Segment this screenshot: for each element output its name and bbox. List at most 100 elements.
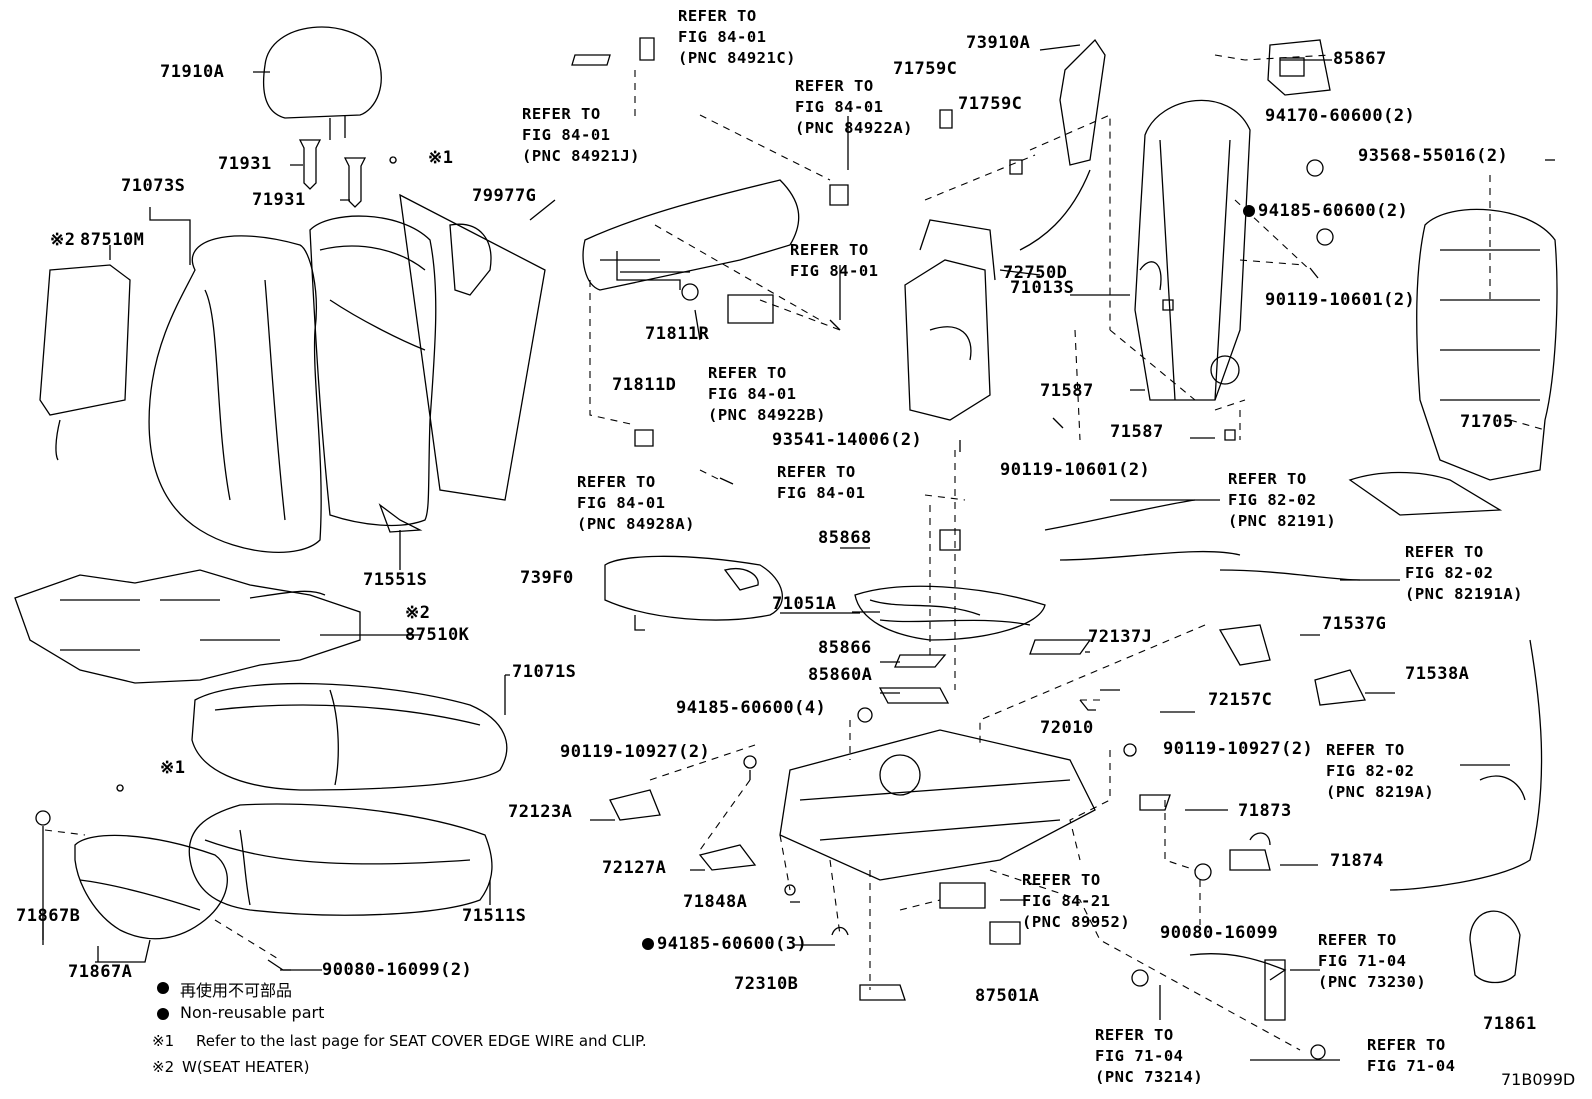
- part-label-71013S: 71013S: [1010, 278, 1075, 298]
- reference-84921C[interactable]: REFER TO FIG 84-01 (PNC 84921C): [678, 7, 796, 67]
- part-label-85860A: 85860A: [808, 665, 873, 685]
- legend-dot-icon: [157, 1008, 169, 1020]
- note2-text: W(SEAT HEATER): [182, 1058, 310, 1076]
- note-mark-87510M: ※2: [50, 230, 76, 250]
- part-label-71931-a: 71931: [218, 154, 272, 174]
- part-label-71759C-a: 71759C: [893, 59, 958, 79]
- part-label-90080-16099: 90080-16099: [1160, 923, 1279, 943]
- part-label-71759C-b: 71759C: [958, 94, 1023, 114]
- note-mark-87510K: ※2: [405, 603, 431, 623]
- reference-82191[interactable]: REFER TO FIG 82-02 (PNC 82191): [1228, 470, 1337, 530]
- part-label-94185-60600-3: 94185-60600(3): [657, 934, 808, 954]
- part-label-85867: 85867: [1333, 49, 1387, 69]
- part-label-93541-14006-2: 93541-14006(2): [772, 430, 923, 450]
- part-label-71587-b: 71587: [1110, 422, 1164, 442]
- side-shield: [582, 179, 800, 291]
- part-label-71511S: 71511S: [462, 906, 527, 926]
- reference-73230[interactable]: REFER TO FIG 71-04 (PNC 73230): [1318, 931, 1427, 991]
- lever-knob: [1469, 910, 1521, 984]
- note-mark-top: ※1: [428, 148, 454, 168]
- part-label-90119-10601-2-a: 90119-10601(2): [1265, 290, 1416, 310]
- part-label-72750D: 72750D: [1003, 263, 1068, 283]
- legend-dot-icon: [157, 982, 169, 994]
- part-label-72123A: 72123A: [508, 802, 573, 822]
- reference-89952[interactable]: REFER TO FIG 84-21 (PNC 89952): [1022, 871, 1131, 931]
- part-label-87510K: 87510K: [405, 625, 470, 645]
- note-mark-mid: ※1: [160, 758, 186, 778]
- reference-82191A[interactable]: REFER TO FIG 82-02 (PNC 82191A): [1405, 543, 1523, 603]
- reference-fig-71-04[interactable]: REFER TO FIG 71-04: [1367, 1036, 1456, 1075]
- part-label-72310B: 72310B: [734, 974, 799, 994]
- reference-8219A[interactable]: REFER TO FIG 82-02 (PNC 8219A): [1326, 741, 1435, 801]
- part-label-71873: 71873: [1238, 801, 1292, 821]
- note1-mark: ※1: [152, 1032, 175, 1050]
- non-reusable-dot-icon: [642, 938, 654, 950]
- part-label-90119-10927-2-b: 90119-10927(2): [1163, 739, 1314, 759]
- non-reusable-dot-icon: [1243, 205, 1255, 217]
- reference-84922B[interactable]: REFER TO FIG 84-01 (PNC 84922B): [708, 364, 826, 424]
- part-label-90119-10927-2-a: 90119-10927(2): [560, 742, 711, 762]
- part-label-71910A: 71910A: [160, 62, 225, 82]
- lumbar-module: [1267, 39, 1331, 96]
- part-label-94185-60600-2: 94185-60600(2): [1258, 201, 1409, 221]
- reference-fig-84-01-b[interactable]: REFER TO FIG 84-01: [777, 463, 866, 502]
- part-label-93568-55016-2: 93568-55016(2): [1358, 146, 1509, 166]
- part-label-739F0: 739F0: [520, 568, 574, 588]
- part-label-71811R: 71811R: [645, 324, 710, 344]
- part-label-71051A: 71051A: [772, 594, 837, 614]
- reference-84922A[interactable]: REFER TO FIG 84-01 (PNC 84922A): [795, 77, 913, 137]
- seat-springs: [854, 585, 1046, 641]
- part-label-94185-60600-4: 94185-60600(4): [676, 698, 827, 718]
- part-label-71705: 71705: [1460, 412, 1514, 432]
- part-label-72127A: 72127A: [602, 858, 667, 878]
- seatback-pad: [148, 235, 322, 553]
- part-label-71587-a: 71587: [1040, 381, 1094, 401]
- part-label-90080-16099-2: 90080-16099(2): [322, 960, 473, 980]
- reference-fig-84-01-a[interactable]: REFER TO FIG 84-01: [790, 241, 879, 280]
- cushion-cover: [188, 803, 493, 916]
- part-label-94170-60600-2: 94170-60600(2): [1265, 106, 1416, 126]
- part-label-90119-10601-2-b: 90119-10601(2): [1000, 460, 1151, 480]
- part-label-71538A: 71538A: [1405, 664, 1470, 684]
- side-cover: [74, 834, 228, 940]
- reference-84928A[interactable]: REFER TO FIG 84-01 (PNC 84928A): [577, 473, 695, 533]
- part-label-71073S: 71073S: [121, 176, 186, 196]
- part-label-87510M: 87510M: [80, 230, 145, 250]
- reference-84921J[interactable]: REFER TO FIG 84-01 (PNC 84921J): [522, 105, 640, 165]
- headrest-shape: [263, 26, 382, 119]
- seat-cushion: [191, 682, 508, 791]
- part-label-71811D: 71811D: [612, 375, 677, 395]
- part-label-85868: 85868: [818, 528, 872, 548]
- part-label-87501A: 87501A: [975, 986, 1040, 1006]
- part-label-71867B: 71867B: [16, 906, 81, 926]
- diagram-code: 71B099D: [1501, 1070, 1576, 1089]
- part-label-71874: 71874: [1330, 851, 1384, 871]
- part-label-79977G: 79977G: [472, 186, 537, 206]
- side-airbag: [1059, 38, 1106, 166]
- seatback-frame: [1134, 99, 1251, 401]
- seat-heater: [14, 569, 361, 684]
- legend-text-jp: 再使用不可部品: [180, 981, 293, 1000]
- part-label-71071S: 71071S: [512, 662, 577, 682]
- legend-text-en: Non-reusable part: [180, 1003, 325, 1022]
- part-label-72010: 72010: [1040, 718, 1094, 738]
- seatback-cover: [309, 215, 437, 527]
- part-label-72157C: 72157C: [1208, 690, 1273, 710]
- part-label-71867A: 71867A: [68, 962, 133, 982]
- note2-mark: ※2: [152, 1058, 175, 1076]
- part-label-72137J: 72137J: [1088, 627, 1153, 647]
- part-label-71861: 71861: [1483, 1014, 1537, 1034]
- part-label-71537G: 71537G: [1322, 614, 1387, 634]
- seat-frame: [779, 729, 1096, 881]
- part-label-71551S: 71551S: [363, 570, 428, 590]
- part-label-73910A: 73910A: [966, 33, 1031, 53]
- part-label-71931-b: 71931: [252, 190, 306, 210]
- note1-text: Refer to the last page for SEAT COVER ED…: [196, 1032, 647, 1050]
- reference-73214[interactable]: REFER TO FIG 71-04 (PNC 73214): [1095, 1026, 1204, 1086]
- seat-pan: [604, 555, 783, 621]
- part-label-71848A: 71848A: [683, 892, 748, 912]
- recliner: [904, 259, 991, 421]
- part-label-85866: 85866: [818, 638, 872, 658]
